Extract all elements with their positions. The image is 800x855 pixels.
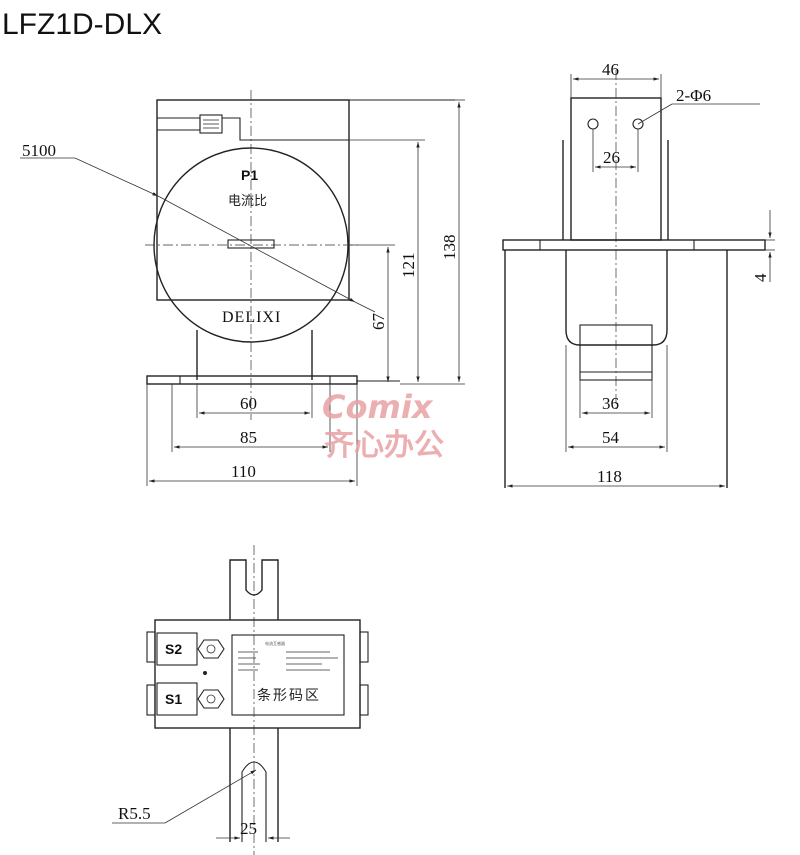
side-secondary-block [579, 324, 653, 381]
label-s2: S2 [165, 641, 182, 657]
screw-s2-icon [197, 639, 225, 659]
dim-36: 36 [602, 394, 619, 413]
dim-hole-spec: 2-Φ6 [676, 86, 711, 105]
side-view: 46 2-Φ6 26 4 36 54 118 [502, 60, 775, 488]
screw-s1-icon [197, 689, 225, 709]
label-p1: P1 [241, 167, 258, 183]
dim-60: 60 [240, 394, 257, 413]
label-current-ratio: 电流比 [228, 194, 267, 209]
barcode-area-label: 条形码区 [257, 687, 321, 704]
dim-118: 118 [597, 467, 622, 486]
dim-25: 25 [240, 819, 257, 838]
dim-85: 85 [240, 428, 257, 447]
top-view: S2 S1 电流互感器 条形码区 R5.5 25 [112, 545, 369, 855]
dim-67: 67 [369, 313, 388, 331]
watermark-chinese: 齐心办公 [324, 428, 444, 463]
dim-110: 110 [231, 462, 256, 481]
dim-121: 121 [399, 253, 418, 279]
dim-54: 54 [602, 428, 620, 447]
dim-138: 138 [440, 235, 459, 261]
brand-text: DELIXI [222, 309, 281, 326]
front-view: P1 电流比 DELIXI 5100 138 121 67 60 [20, 90, 465, 486]
front-base-plate [146, 375, 358, 385]
top-body-outline [154, 619, 361, 729]
dim-46: 46 [602, 60, 619, 79]
front-terminal-cutout [157, 117, 201, 131]
dim-5100: 5100 [22, 141, 56, 160]
polarity-dot [203, 671, 207, 675]
front-terminal-block [199, 114, 223, 134]
front-center-slot [227, 239, 275, 249]
watermark: Comix 齐心办公 [322, 388, 444, 463]
side-hole-left [587, 118, 599, 130]
dim-4: 4 [751, 273, 770, 282]
dim-r5-5: R5.5 [118, 804, 151, 823]
side-flange [502, 239, 766, 251]
nameplate-heading: 电流互感器 [265, 640, 285, 646]
dim-26: 26 [603, 148, 620, 167]
label-s1: S1 [165, 691, 182, 707]
watermark-comix: Comix [322, 388, 434, 426]
nameplate [231, 634, 345, 716]
drawing-title: LFZ1D-DLX [2, 8, 162, 41]
